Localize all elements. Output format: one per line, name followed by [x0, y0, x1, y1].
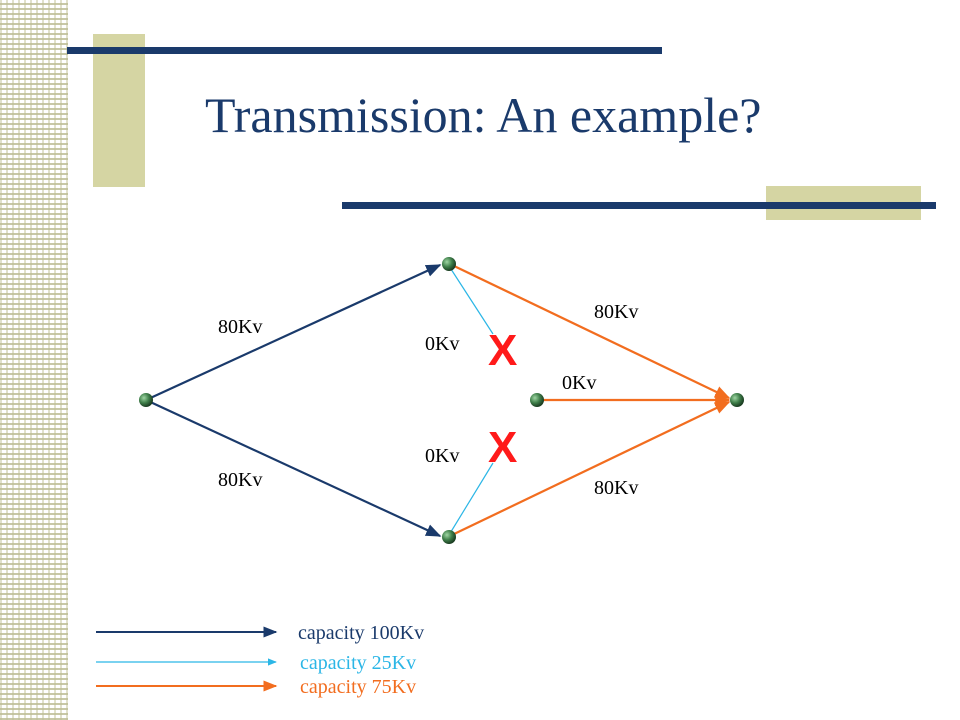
- cross-marker-top: X: [488, 326, 517, 375]
- legend-label-25: capacity 25Kv: [300, 652, 416, 674]
- node-middle: [530, 393, 544, 407]
- edge-source-top: [145, 264, 442, 401]
- label-top-sink: 80Kv: [594, 301, 638, 323]
- edge-top-sink: [451, 264, 731, 399]
- label-middle-sink: 0Kv: [562, 372, 596, 394]
- label-top-cross: 0Kv: [425, 333, 459, 355]
- node-top: [442, 257, 456, 271]
- edge-bottom-sink: [451, 401, 731, 536]
- edge-source-bottom: [145, 399, 442, 537]
- label-bottom-sink: 80Kv: [594, 477, 638, 499]
- legend-label-75: capacity 75Kv: [300, 676, 416, 698]
- edge-bottom-cross: [448, 462, 494, 536]
- edge-top-cross: [448, 265, 494, 335]
- decorative-bar-bottom: [342, 202, 936, 209]
- node-bottom: [442, 530, 456, 544]
- label-source-top: 80Kv: [218, 316, 262, 338]
- decorative-stripes: [0, 0, 68, 720]
- decorative-bar-top: [67, 47, 662, 54]
- cross-marker-bottom: X: [488, 423, 517, 472]
- node-sink: [730, 393, 744, 407]
- label-source-bottom: 80Kv: [218, 469, 262, 491]
- label-bottom-cross: 0Kv: [425, 445, 459, 467]
- slide-title: Transmission: An example?: [205, 87, 762, 143]
- node-source: [139, 393, 153, 407]
- legend-label-100: capacity 100Kv: [298, 622, 424, 644]
- decorative-tan-block-left: [93, 34, 145, 187]
